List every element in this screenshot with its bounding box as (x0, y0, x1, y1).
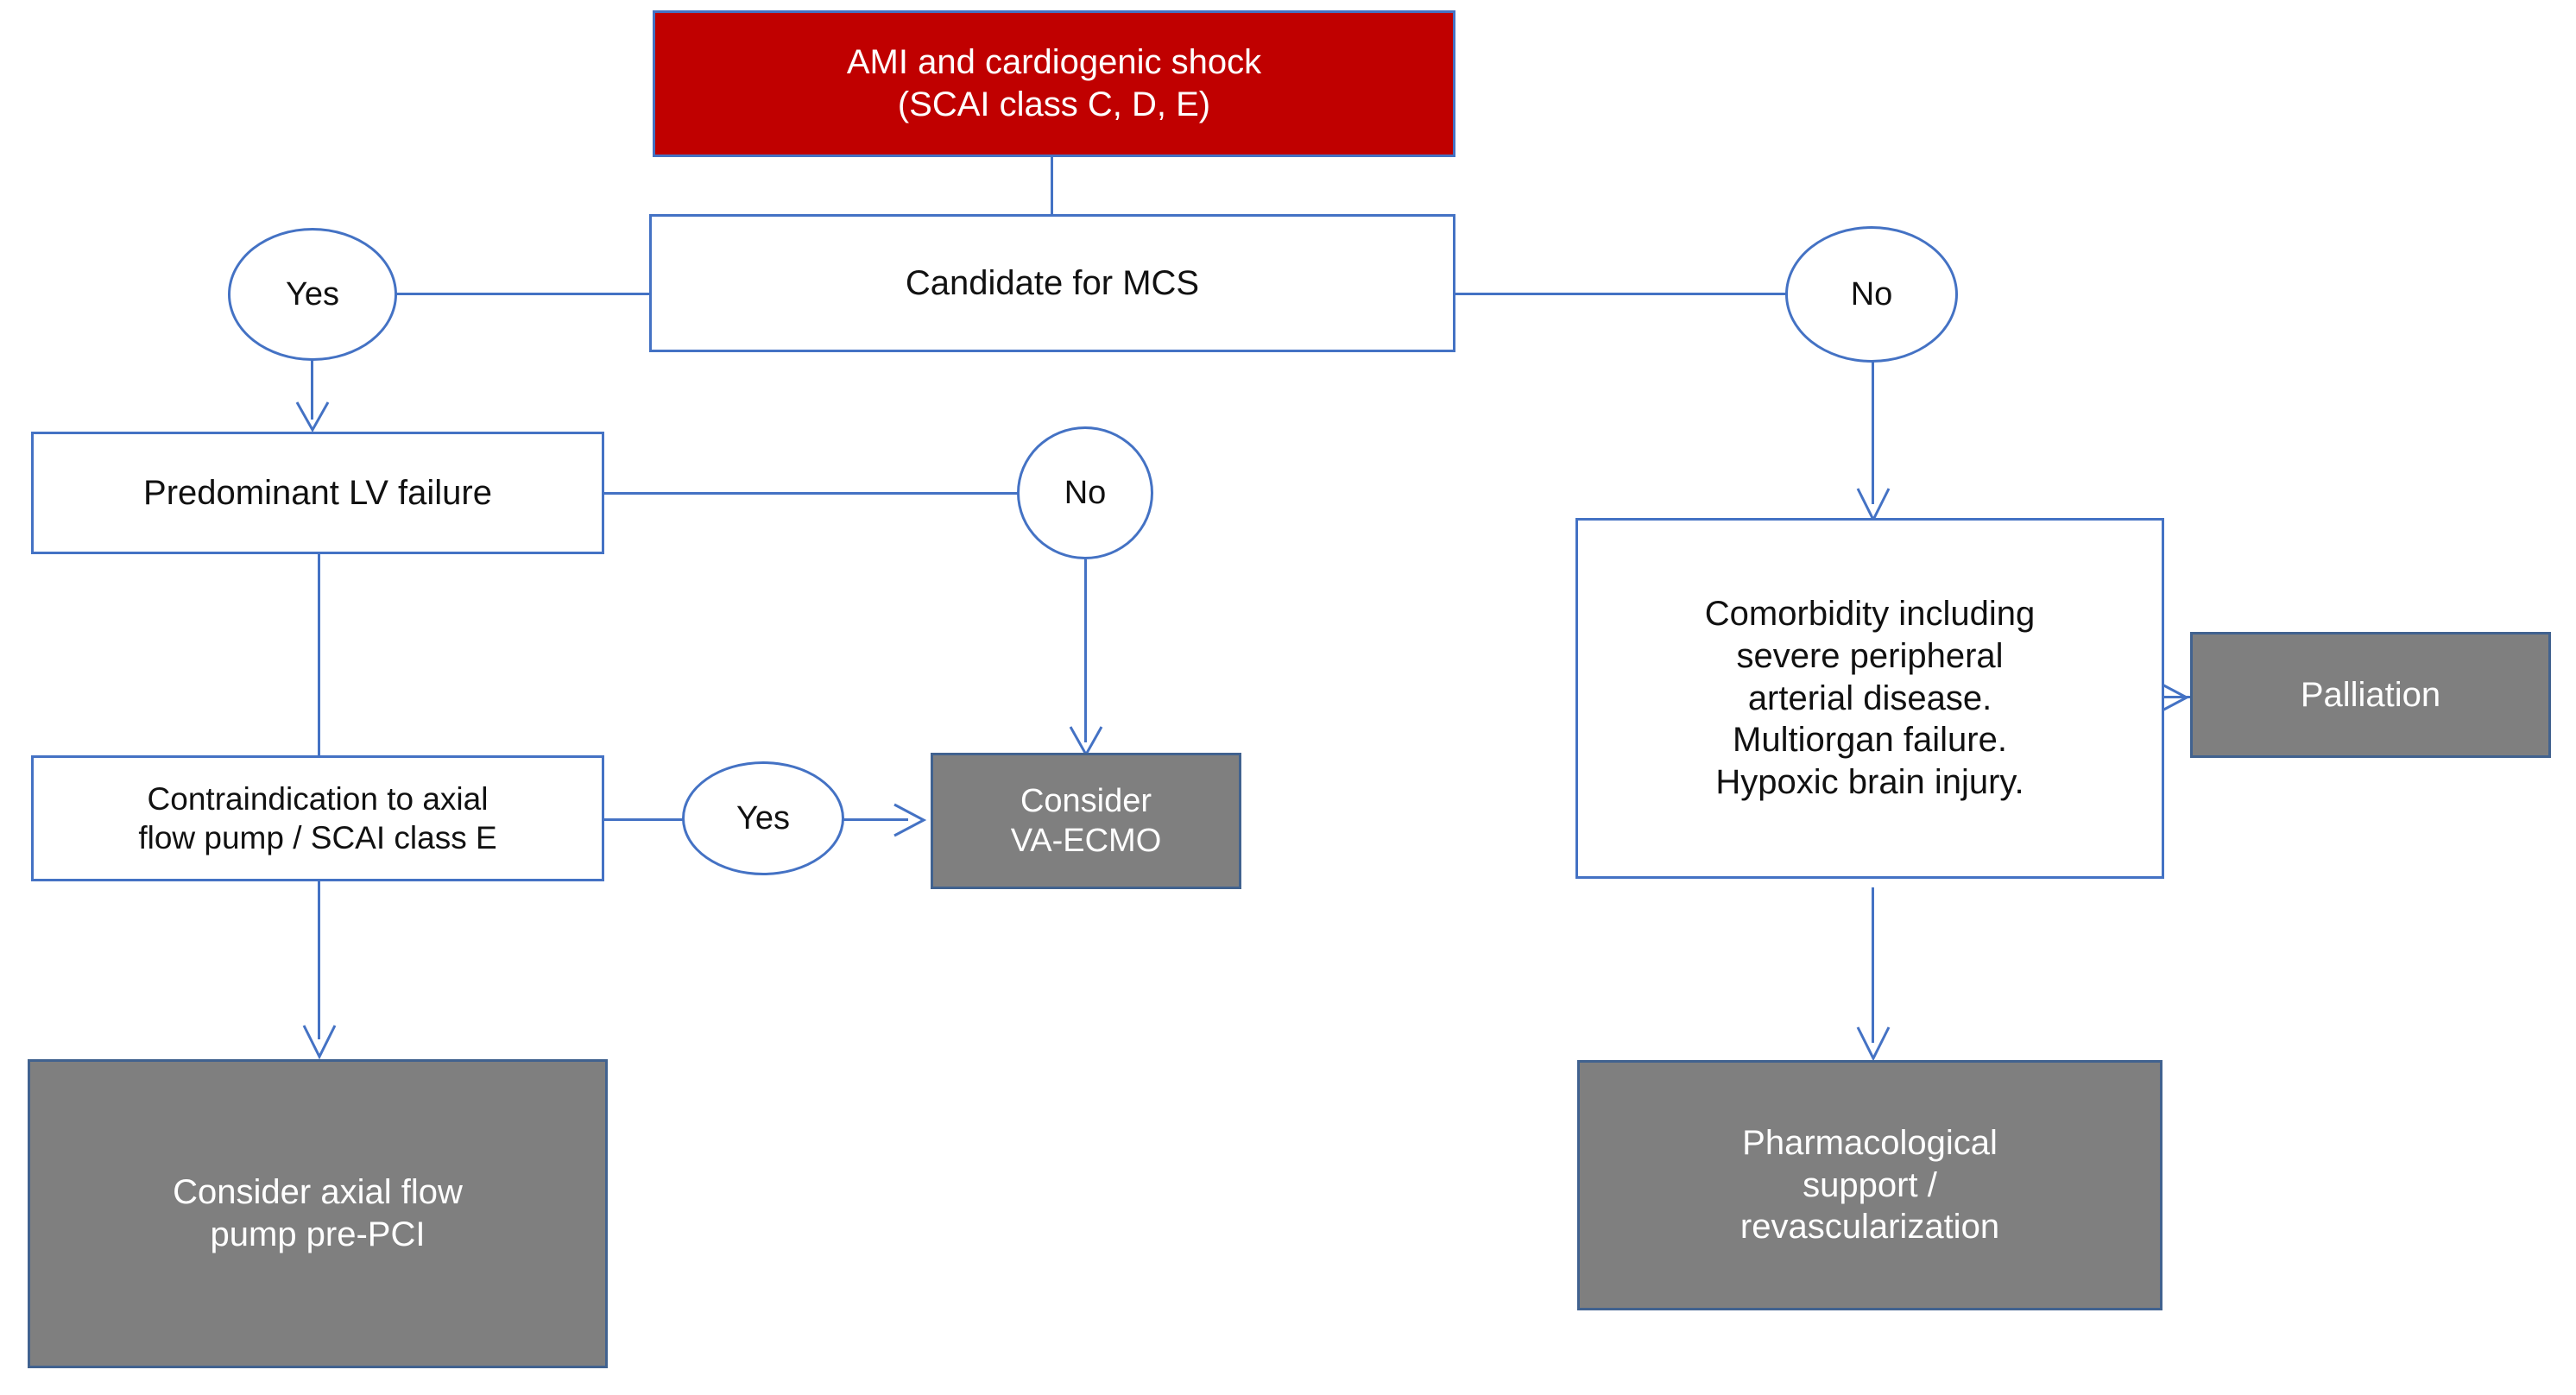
node-yes-contraindication[interactable]: Yes (682, 761, 844, 875)
connector-no-to-comorbidity (1872, 361, 1874, 504)
connector-candidate-to-yes (395, 293, 651, 295)
node-yes-mcs[interactable]: Yes (228, 228, 397, 361)
connector-no-lv-to-va-ecmo (1084, 559, 1087, 742)
connector-contraindication-to-yes (604, 818, 684, 821)
node-palliation[interactable]: Palliation (2190, 632, 2551, 758)
connector-contraindication-to-axial-pump (318, 881, 320, 1039)
connector-comorbidity-to-palliation (2157, 696, 2190, 698)
connector-yes-to-va-ecmo (843, 818, 908, 821)
node-predominant-lv-failure[interactable]: Predominant LV failure (31, 432, 604, 554)
node-consider-axial-flow-pump-pre-pci[interactable]: Consider axial flow pump pre-PCI (28, 1059, 608, 1368)
arrowhead-right-va-ecmo (893, 803, 927, 837)
connector-predominant-lv-to-contraindication (318, 552, 320, 755)
node-comorbidity[interactable]: Comorbidity including severe peripheral … (1575, 518, 2164, 879)
arrowhead-down-pharmacological (1856, 1026, 1891, 1062)
connector-predominant-lv-to-no (604, 492, 1019, 495)
node-ami-cardiogenic-shock[interactable]: AMI and cardiogenic shock (SCAI class C,… (653, 10, 1455, 157)
node-candidate-for-mcs[interactable]: Candidate for MCS (649, 214, 1455, 352)
connector-candidate-to-no (1454, 293, 1787, 295)
connector-comorbidity-to-pharmacological (1872, 887, 1874, 1043)
connector-shock-to-candidate (1051, 154, 1053, 216)
arrowhead-right-palliation (2156, 680, 2190, 715)
node-consider-va-ecmo[interactable]: Consider VA-ECMO (931, 753, 1241, 889)
connector-yes-to-predominant-lv (311, 359, 313, 420)
arrowhead-down-predominant-lv (295, 401, 330, 433)
node-no-lv-failure[interactable]: No (1017, 426, 1153, 559)
node-no-mcs[interactable]: No (1785, 226, 1958, 363)
arrowhead-down-axial-pump (302, 1025, 337, 1060)
node-pharmacological-support[interactable]: Pharmacological support / revascularizat… (1577, 1060, 2162, 1310)
node-contraindication-axial-flow-pump[interactable]: Contraindication to axial flow pump / SC… (31, 755, 604, 881)
